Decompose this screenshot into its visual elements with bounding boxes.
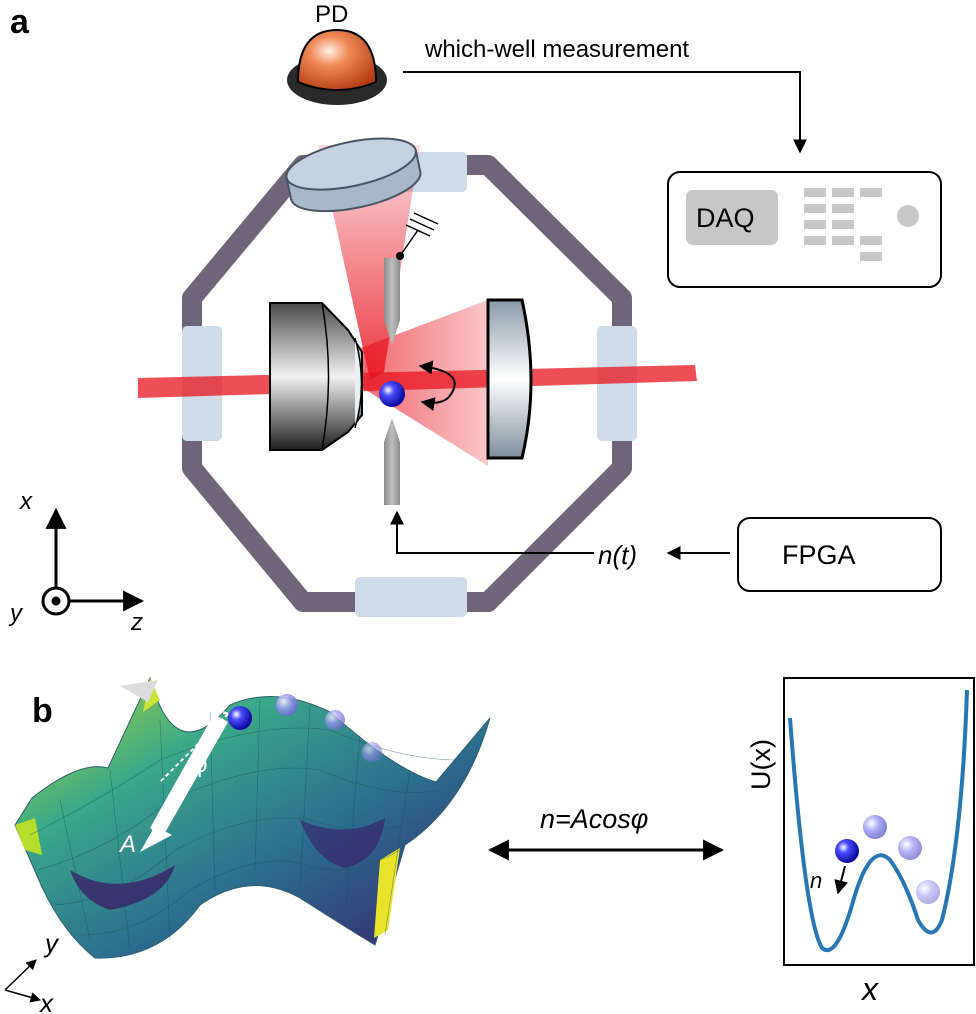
amplitude-arrow-head bbox=[140, 826, 172, 852]
pd-label: PD bbox=[315, 1, 348, 28]
panel-a-label: a bbox=[10, 3, 30, 41]
surface-corner-highlight bbox=[15, 818, 42, 855]
daq-label: DAQ bbox=[696, 203, 755, 233]
phase-label: φ bbox=[192, 751, 208, 778]
chamber-window-bottom bbox=[355, 577, 467, 617]
surface-peak-highlight bbox=[143, 678, 160, 712]
axis-z-label: z bbox=[130, 609, 143, 636]
fpga-label: FPGA bbox=[782, 540, 856, 570]
trapped-particle bbox=[379, 381, 405, 407]
measurement-arrow bbox=[403, 71, 807, 154]
phase-arrow-head bbox=[120, 680, 158, 702]
y-axis-dot bbox=[51, 596, 61, 606]
which-well-measurement-label: which-well measurement bbox=[424, 36, 689, 63]
objective-lens bbox=[269, 302, 363, 451]
fpga-box bbox=[737, 517, 942, 592]
surface-particle-2 bbox=[276, 694, 298, 716]
axis-x-label: x bbox=[19, 488, 33, 515]
phase-dashed-line bbox=[167, 693, 229, 716]
panel-b-label: b bbox=[32, 692, 53, 730]
feedback-arrow bbox=[390, 510, 594, 554]
potential-curve bbox=[788, 689, 969, 953]
plot-n-label: n bbox=[810, 868, 822, 893]
surface-axis-x-arrow bbox=[4, 989, 42, 1003]
daq-panel-keys bbox=[804, 188, 882, 261]
plot-xlabel: x bbox=[860, 971, 879, 1007]
plot-ylabel: U(x) bbox=[746, 739, 776, 790]
plot-particle-1 bbox=[835, 839, 859, 863]
daq-knob bbox=[897, 205, 919, 227]
plot-particle-4 bbox=[916, 880, 940, 904]
collection-window bbox=[285, 137, 422, 213]
amplitude-arrow bbox=[150, 714, 228, 838]
ground-wire bbox=[399, 229, 419, 257]
surface-well-right bbox=[300, 818, 385, 868]
surface-edge-highlight bbox=[374, 848, 400, 938]
oscillation-arrow bbox=[418, 360, 456, 411]
daq-label-badge bbox=[686, 190, 778, 245]
lower-electrode bbox=[384, 418, 400, 505]
ground-icon bbox=[405, 212, 439, 237]
axis-y-label: y bbox=[8, 600, 24, 627]
surface-axis-y-arrow bbox=[4, 959, 37, 991]
surface-axis-y-label: y bbox=[43, 928, 60, 958]
relation-label: n=Acosφ bbox=[540, 804, 648, 834]
double-well-surface bbox=[14, 676, 491, 959]
surface-particle-1 bbox=[228, 706, 252, 730]
plot-particle-3 bbox=[898, 836, 922, 860]
upper-electrode bbox=[384, 258, 400, 345]
plot-particle-2 bbox=[863, 815, 887, 839]
surface-particle-4 bbox=[362, 742, 382, 762]
amplitude-label: A bbox=[118, 831, 136, 858]
photodiode-icon bbox=[287, 28, 387, 105]
surface-axis-x-label: x bbox=[38, 988, 54, 1014]
surface-particle-3 bbox=[325, 710, 345, 730]
plot-n-arrow bbox=[834, 865, 848, 895]
feedback-signal-label: n(t) bbox=[598, 540, 637, 570]
objective-lens-edge bbox=[321, 302, 330, 451]
curved-mirror bbox=[486, 298, 533, 460]
chamber-window-right bbox=[597, 326, 637, 441]
ground-node bbox=[396, 252, 404, 260]
objective-lens-front bbox=[354, 337, 363, 429]
surface-well-left bbox=[70, 865, 175, 910]
